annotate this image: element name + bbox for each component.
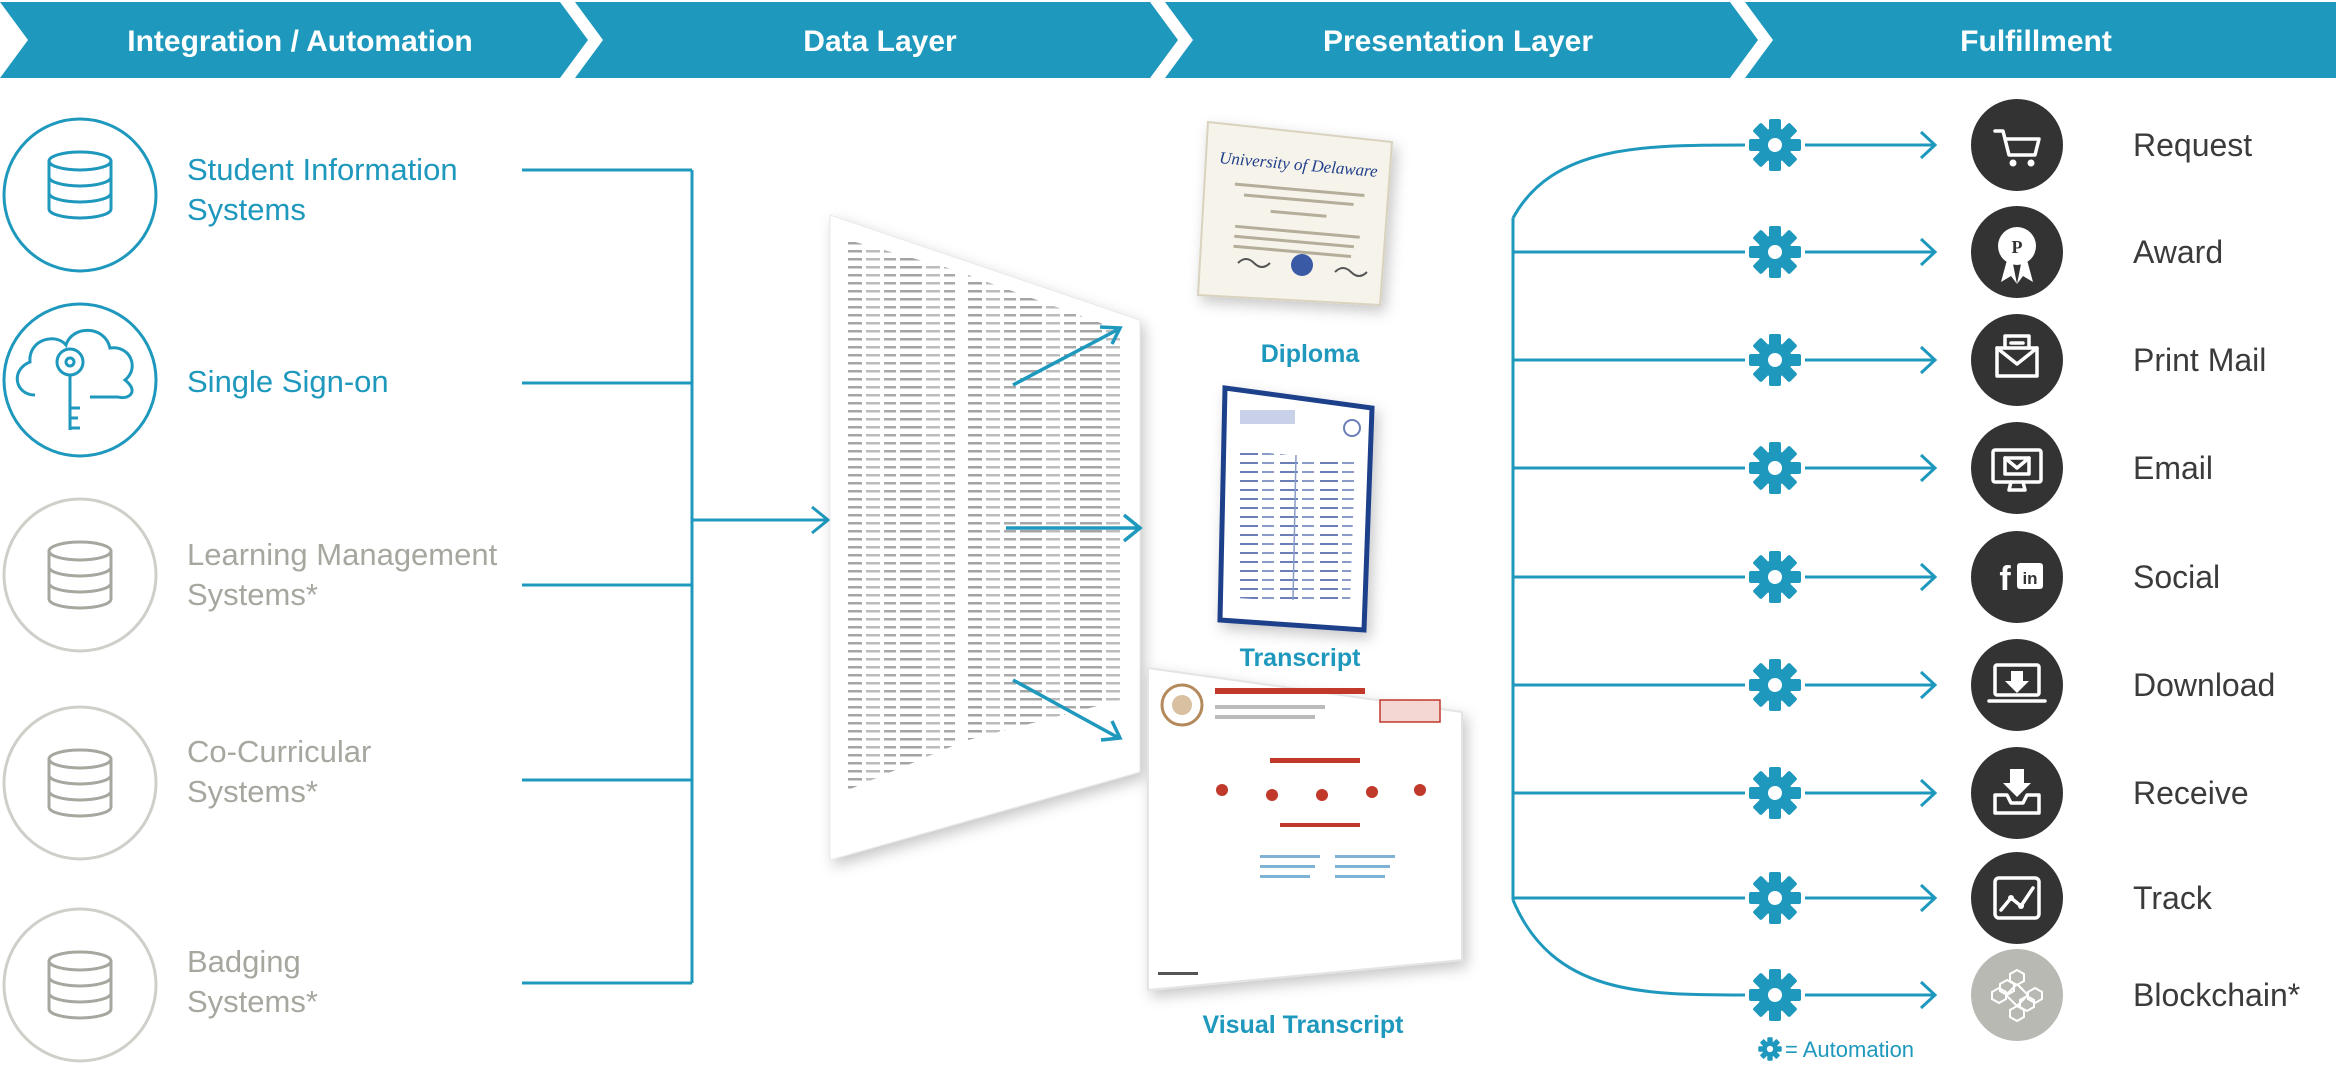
fulfillment-label: Email	[2133, 450, 2213, 486]
fanout-branch	[1511, 899, 1746, 997]
cart-icon	[1971, 99, 2063, 191]
inbox-icon	[1971, 747, 2063, 839]
source-circle-sso	[2, 302, 158, 458]
doc-label-transcript: Transcript	[1240, 644, 1362, 672]
fulfillment-label: Blockchain*	[2133, 977, 2300, 1013]
stage-label-presentation: Presentation Layer	[1323, 25, 1593, 58]
gear-icon	[1749, 767, 1801, 819]
stage-header: Integration / Automation Data Layer Pres…	[0, 2, 2336, 78]
source-label-cocurricular-line1: Co-Curricular	[187, 734, 371, 769]
gear-icon	[1749, 659, 1801, 711]
stage-chevron-integration	[0, 2, 588, 78]
monitor-mail-icon	[1971, 422, 2063, 514]
legend-text: = Automation	[1785, 1037, 1914, 1062]
automation-gears	[1749, 119, 1801, 1021]
fulfillment-label: Receive	[2133, 775, 2249, 811]
data-to-presentation-arrows	[1006, 325, 1143, 742]
stage-chevron-presentation	[1165, 2, 1758, 78]
arrowhead	[1919, 883, 1938, 913]
source-label-lms-line2: Systems*	[187, 577, 318, 612]
award-ribbon-icon: P	[1971, 206, 2063, 298]
svg-text:in: in	[2022, 569, 2037, 588]
diploma-document: University of Delaware	[1196, 120, 1394, 307]
source-label-sis-line2: Systems	[187, 192, 306, 227]
fulfillment-label: Social	[2133, 559, 2220, 595]
stage-label-integration: Integration / Automation	[127, 25, 473, 58]
arrowhead	[1919, 980, 1938, 1010]
stage-chevron-data	[575, 2, 1178, 78]
visual-transcript-document	[1147, 666, 1463, 992]
source-systems: Student Information Systems Single Sign-…	[2, 117, 498, 1063]
arrowhead	[1919, 670, 1938, 700]
gear-icon	[1758, 1037, 1782, 1061]
blockchain-cubes-icon	[1971, 949, 2063, 1041]
gear-icon	[1749, 442, 1801, 494]
download-icon	[1971, 639, 2063, 731]
source-circle-sis	[2, 117, 158, 273]
source-label-badging-line1: Badging	[187, 944, 301, 979]
doc-label-diploma: Diploma	[1261, 340, 1361, 368]
transcript-document	[1217, 385, 1375, 633]
envelope-icon	[1971, 314, 2063, 406]
arrowhead	[1919, 237, 1938, 267]
gear-icon	[1749, 969, 1801, 1021]
arrowhead	[1919, 130, 1938, 160]
data-layer-records	[848, 240, 1120, 790]
source-label-cocurricular-line2: Systems*	[187, 774, 318, 809]
gear-icon	[1749, 226, 1801, 278]
svg-text:f: f	[1999, 560, 2011, 598]
arrowhead	[1919, 562, 1938, 592]
source-connectors	[522, 168, 831, 985]
fulfillment-label: Print Mail	[2133, 342, 2266, 378]
doc-label-visual-transcript: Visual Transcript	[1202, 1011, 1404, 1039]
svg-text:P: P	[2012, 237, 2023, 257]
fulfillment-label: Track	[2133, 880, 2213, 916]
stage-chevron-fulfillment	[1745, 2, 2336, 78]
source-label-sso: Single Sign-on	[187, 364, 389, 399]
fulfillment-connectors	[1511, 130, 1938, 1010]
stage-label-fulfillment: Fulfillment	[1960, 25, 2112, 58]
gear-icon	[1749, 119, 1801, 171]
cloud-key-icon	[15, 328, 134, 430]
fanout-branch	[1511, 143, 1746, 219]
source-label-lms-line1: Learning Management	[187, 537, 498, 572]
source-label-sis-line1: Student Information	[187, 152, 458, 187]
automation-legend: = Automation	[1758, 1037, 1914, 1062]
arrowhead	[1919, 453, 1938, 483]
gear-icon	[1749, 551, 1801, 603]
gear-icon	[1749, 334, 1801, 386]
gear-icon	[1749, 872, 1801, 924]
source-label-badging-line2: Systems*	[187, 984, 318, 1019]
stage-label-data: Data Layer	[803, 25, 957, 58]
fulfillment-label: Download	[2133, 667, 2275, 703]
fulfillment-label: Request	[2133, 127, 2252, 163]
arrowhead	[1919, 345, 1938, 375]
arrowhead	[1919, 778, 1938, 808]
fulfillment-label: Award	[2133, 234, 2223, 270]
track-chart-icon	[1971, 852, 2063, 944]
